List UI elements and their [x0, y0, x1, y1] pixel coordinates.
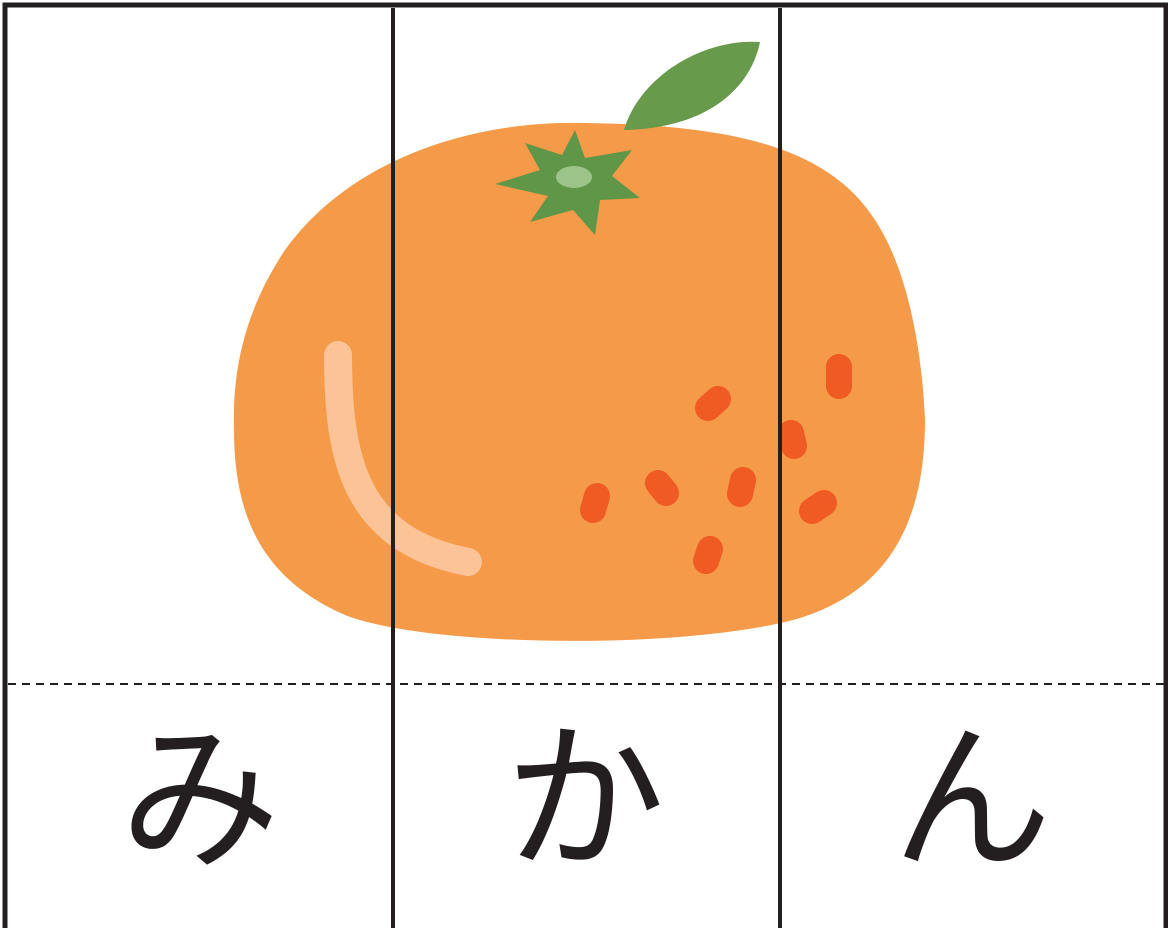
mandarin-orange-icon — [233, 41, 926, 641]
spot — [695, 386, 731, 421]
spot — [693, 536, 723, 574]
kana-mi: み — [119, 706, 280, 893]
orange-body — [233, 122, 926, 641]
calyx-center — [556, 166, 592, 188]
spot — [799, 490, 837, 524]
orange-spots — [580, 354, 852, 574]
orange-highlight — [324, 341, 482, 576]
kana-ka: か — [504, 706, 665, 893]
spot — [580, 483, 610, 523]
spot — [727, 467, 756, 507]
kana-n: ん — [891, 706, 1052, 893]
leaf-icon — [624, 41, 760, 130]
spot — [778, 420, 807, 459]
spot — [645, 470, 679, 506]
